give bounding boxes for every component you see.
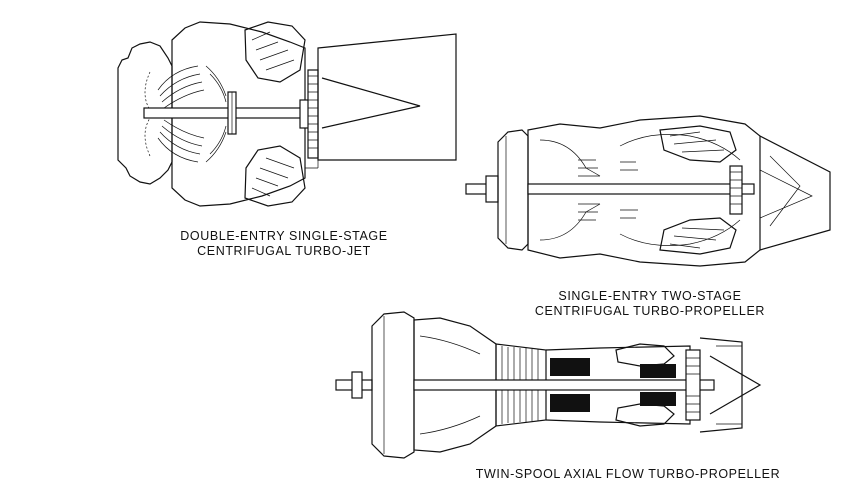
twin-spool-turboprop-drawing — [335, 311, 762, 459]
caption-line: TWIN-SPOOL AXIAL FLOW TURBO-PROPELLER — [475, 467, 781, 481]
twin-spool-turboprop-caption: TWIN-SPOOL AXIAL FLOW TURBO-PROPELLER — [448, 467, 808, 482]
caption-line: DOUBLE-ENTRY SINGLE-STAGE — [180, 229, 388, 243]
caption-line: SINGLE-ENTRY TWO-STAGE — [558, 289, 742, 303]
centrifugal-turboprop-drawing — [465, 115, 831, 267]
caption-line: CENTRIFUGAL TURBO-JET — [197, 244, 371, 258]
caption-line: CENTRIFUGAL TURBO-PROPELLER — [534, 304, 766, 318]
turbojet-engine-drawing — [117, 21, 457, 207]
centrifugal-turboprop-caption: SINGLE-ENTRY TWO-STAGE CENTRIFUGAL TURBO… — [500, 289, 800, 319]
turbojet-caption: DOUBLE-ENTRY SINGLE-STAGE CENTRIFUGAL TU… — [134, 229, 434, 259]
